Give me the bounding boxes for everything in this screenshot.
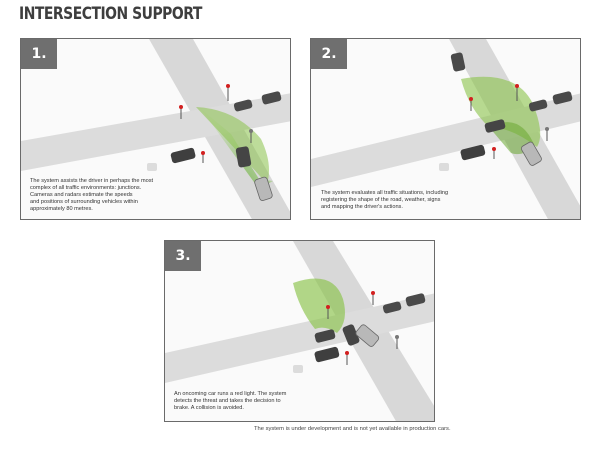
panel-3: 3. An oncoming car runs a red light. The… xyxy=(164,240,435,422)
traffic-light-icon xyxy=(345,351,349,365)
traffic-light-icon xyxy=(545,127,549,141)
car-icon xyxy=(314,329,336,343)
sensor-cone-icon xyxy=(196,107,269,184)
footnote: The system is under development and is n… xyxy=(254,426,451,432)
car-icon xyxy=(439,163,449,171)
traffic-light-icon xyxy=(179,105,183,119)
car-icon xyxy=(293,365,303,373)
car-icon xyxy=(147,163,157,171)
traffic-light-icon xyxy=(326,305,330,319)
traffic-light-icon xyxy=(395,335,399,349)
intersection-scene-3 xyxy=(165,241,434,421)
page-title: INTERSECTION SUPPORT xyxy=(19,4,202,24)
car-icon xyxy=(405,293,426,307)
traffic-light-icon xyxy=(371,291,375,305)
car-icon xyxy=(355,324,380,347)
car-icon xyxy=(484,119,506,133)
intersection-scene-2 xyxy=(311,39,580,219)
car-icon xyxy=(528,99,548,112)
car-icon xyxy=(450,52,466,72)
car-icon xyxy=(235,146,252,168)
car-icon xyxy=(254,176,273,201)
car-icon xyxy=(233,99,253,112)
panel-1: 1. The system assists the driver in perh… xyxy=(20,38,291,220)
traffic-light-icon xyxy=(469,97,473,111)
car-icon xyxy=(261,91,282,105)
traffic-light-icon xyxy=(201,151,205,163)
panel-caption: The system assists the driver in perhaps… xyxy=(30,178,154,212)
sensor-cone-icon xyxy=(293,278,345,333)
panel-2: 2. The system evaluates all traffic situ… xyxy=(310,38,581,220)
panel-caption: The system evaluates all traffic situati… xyxy=(321,190,449,210)
traffic-light-icon xyxy=(515,84,519,101)
car-icon xyxy=(460,144,486,161)
car-icon xyxy=(521,141,542,166)
step-badge: 1. xyxy=(21,39,57,69)
traffic-light-icon xyxy=(226,84,230,101)
step-badge: 3. xyxy=(165,241,201,271)
road-cross xyxy=(165,293,434,383)
panel-caption: An oncoming car runs a red light. The sy… xyxy=(174,391,287,411)
car-icon xyxy=(552,91,573,105)
intersection-scene-1 xyxy=(21,39,290,219)
car-icon xyxy=(170,147,196,164)
car-icon xyxy=(382,301,402,314)
traffic-light-icon xyxy=(492,147,496,159)
step-badge: 2. xyxy=(311,39,347,69)
car-icon xyxy=(314,346,340,363)
car-icon xyxy=(342,324,360,346)
traffic-light-icon xyxy=(249,129,253,143)
